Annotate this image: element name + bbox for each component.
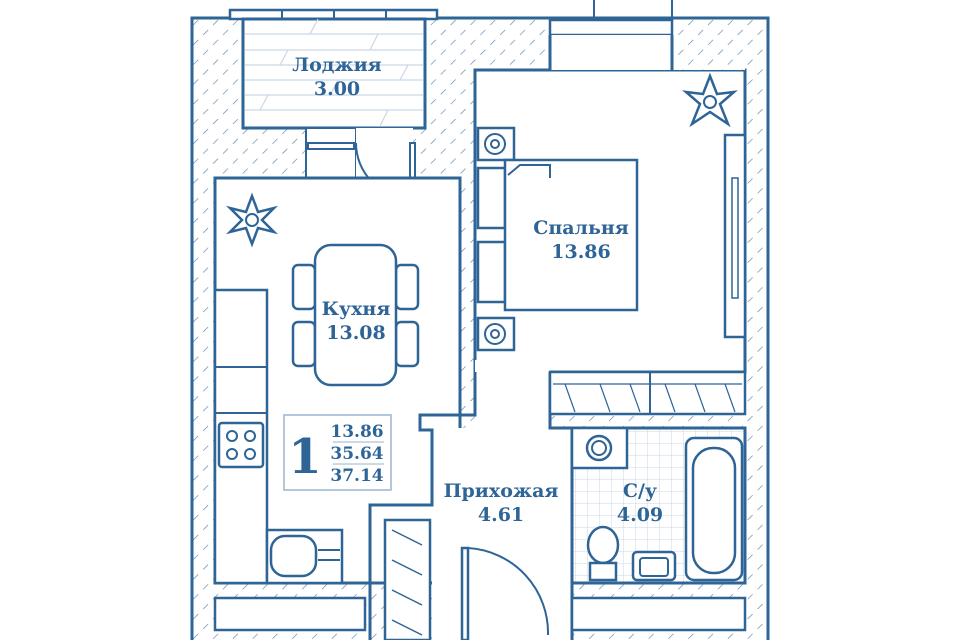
loggia-name: Лоджия <box>292 54 381 76</box>
hall-wardrobe <box>383 518 432 640</box>
toilet <box>586 525 620 565</box>
living-area: 13.86 <box>330 422 383 442</box>
kitchen-name: Кухня <box>322 298 391 320</box>
bathroom-name: С/у <box>623 480 657 502</box>
hallway-area: 4.61 <box>478 504 524 526</box>
stove <box>217 421 265 469</box>
area-with-loggia: 37.14 <box>330 466 383 486</box>
bathroom-area: 4.09 <box>617 504 663 526</box>
area-summary: 1 13.86 35.64 37.14 <box>283 414 392 491</box>
washing-machine <box>570 426 629 470</box>
entrance-door[interactable] <box>467 547 550 636</box>
dining-table <box>291 243 420 387</box>
bedroom-window <box>548 18 674 37</box>
plant-icon <box>682 72 738 128</box>
kitchen-area: 13.08 <box>326 322 386 344</box>
plant-icon <box>225 192 279 248</box>
kitchen-counter <box>213 288 344 585</box>
bedroom-name: Спальня <box>533 217 629 239</box>
hallway <box>368 360 574 640</box>
loggia-area: 3.00 <box>314 78 360 100</box>
bedroom-area: 13.86 <box>551 241 611 263</box>
total-area: 35.64 <box>330 444 383 464</box>
rooms-count: 1 <box>288 429 321 485</box>
loggia <box>228 8 439 201</box>
bed <box>476 126 639 352</box>
hallway-name: Прихожая <box>444 480 559 502</box>
kitchen-sink <box>269 534 318 578</box>
bedroom-wardrobe <box>548 370 747 416</box>
